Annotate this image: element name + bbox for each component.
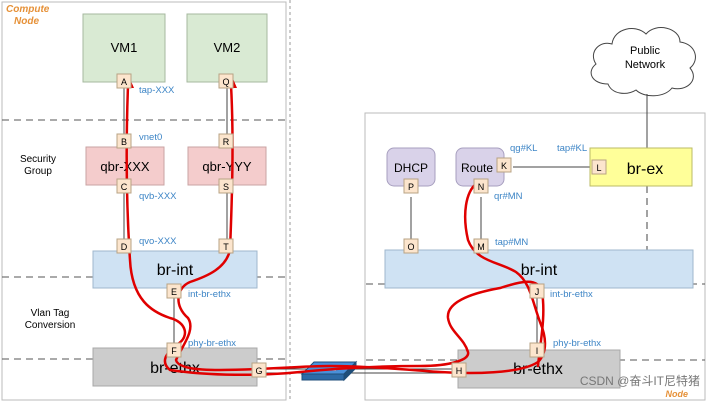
port-s [218,178,234,194]
port-b [116,133,132,149]
qvb-xxx-label: qvb-XXX [139,191,177,202]
port-f [166,342,182,358]
net-phy-br-ethx-label: phy-br-ethx [553,338,601,349]
security-group-label-1: Security [20,154,56,165]
port-l-label: L [596,163,601,173]
qbr-xxx-label: qbr-XXX [100,159,149,174]
port-a-label: A [121,77,127,87]
int-br-ethx-label: int-br-ethx [188,289,231,300]
port-d [116,238,132,254]
net-int-br-ethx-label: int-br-ethx [550,289,593,300]
dhcp-label: DHCP [394,161,428,175]
port-a [116,73,132,89]
port-n [473,178,489,194]
router-label: Route [461,161,493,175]
compute-node-title-2: Node [14,16,39,27]
compute-br-int-label: br-int [157,262,194,279]
net-br-int-label: br-int [521,262,558,279]
br-ex-label: br-ex [627,161,663,178]
port-g-label: G [255,366,262,376]
port-p [403,178,419,194]
phy-br-ethx-label: phy-br-ethx [188,338,236,349]
port-g [251,362,267,378]
network-node-label: Node [666,389,689,399]
public-network-cloud [590,27,696,97]
port-m [473,238,489,254]
traffic-path-a [125,83,545,377]
compute-node-title-1: Compute [6,4,50,15]
qbr-yyy-label: qbr-YYY [202,159,251,174]
port-m-label: M [477,242,485,252]
port-c [116,178,132,194]
tap-kl-label: tap#KL [557,143,587,154]
traffic-path-b [174,83,547,375]
vlan-tag-label-1: Vlan Tag [31,308,70,319]
vlan-tag-label-2: Conversion [25,320,76,331]
port-t [218,238,234,254]
vm2-box [186,13,268,83]
traffic-path [125,83,547,377]
security-group-label-2: Group [24,166,52,177]
qg-kl-label: qg#KL [510,143,537,154]
port-e-label: E [171,287,177,297]
port-f-label: F [171,346,177,356]
compute-br-int-box [92,250,258,289]
port-h-label: H [456,366,463,376]
port-i-label: I [536,346,539,356]
port-k [496,157,512,173]
br-ex-box [589,147,693,187]
public-network-label-1: Public [630,45,660,57]
port-t-label: T [223,242,229,252]
vnet0-label: vnet0 [139,132,162,143]
port-h [451,362,467,378]
port-k-label: K [501,161,507,171]
port-n-label: N [478,182,485,192]
port-c-label: C [121,182,128,192]
port-s-label: S [223,182,229,192]
port-r-label: R [223,137,230,147]
port-e [166,283,182,299]
tap-xxx-label: tap-XXX [139,85,175,96]
public-network-label-2: Network [625,59,666,71]
port-p-label: P [408,182,414,192]
qvo-xxx-label: qvo-XXX [139,236,177,247]
vm1-box [82,13,166,83]
tap-mn-label: tap#MN [495,237,528,248]
watermark: CSDN @奋斗IT尼特猪 [580,373,700,388]
port-b-label: B [121,137,127,147]
port-o-label: O [407,242,414,252]
port-r [218,133,234,149]
net-br-int-box [384,249,694,289]
port-l [591,159,607,175]
port-q-label: Q [222,77,229,87]
port-d-label: D [121,242,128,252]
vm2-label: VM2 [214,40,241,55]
vm1-label: VM1 [111,40,138,55]
port-o [403,238,419,254]
port-i [529,342,545,358]
port-j-label: J [535,287,540,297]
qr-mn-label: qr#MN [494,191,523,202]
port-q [218,73,234,89]
port-j [529,283,545,299]
net-br-ethx-label: br-ethx [513,361,563,378]
